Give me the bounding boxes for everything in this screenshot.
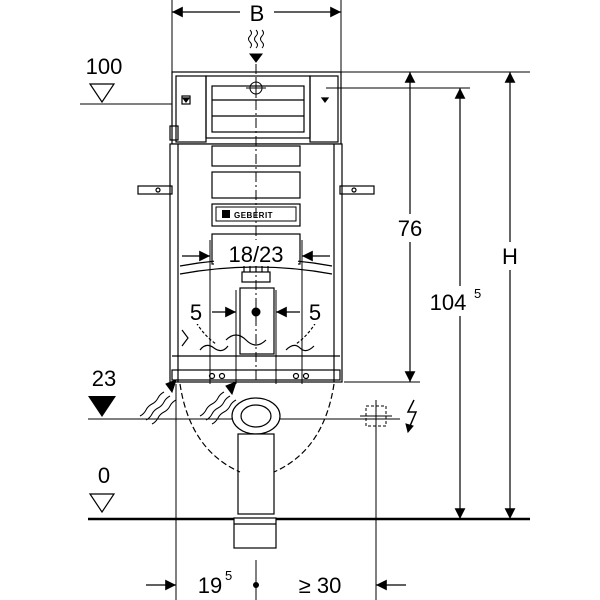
label-h: H	[502, 244, 518, 269]
dimension-5-right: 5	[275, 290, 327, 384]
label-19: 19	[198, 573, 222, 598]
dimension-b: B	[171, 0, 342, 80]
water-supply-icon-right	[199, 381, 237, 425]
label-104-sup: 5	[474, 286, 481, 301]
label-104: 104	[430, 290, 467, 315]
label-76: 76	[398, 216, 422, 241]
label-level-0: 0	[98, 463, 110, 488]
electrical-socket-icon	[360, 399, 418, 600]
center-axis	[246, 64, 266, 380]
label-ge-30: ≥ 30	[299, 573, 342, 598]
waste-bend	[175, 383, 335, 600]
label-19-sup: 5	[225, 568, 232, 583]
label-level-100: 100	[86, 54, 123, 79]
dimension-extension-lines	[326, 71, 530, 383]
flush-air-icon	[248, 29, 264, 63]
dimension-76: 76	[392, 72, 428, 382]
dimension-104-5: 104 5	[430, 88, 488, 519]
label-5-left: 5	[190, 300, 202, 325]
dimension-h: H	[496, 72, 524, 519]
level-100-marker: 100	[80, 54, 172, 105]
label-18-23: 18/23	[228, 242, 283, 267]
dimension-ge-30: ≥ 30	[299, 573, 406, 598]
level-0-marker: 0	[88, 463, 530, 521]
label-b: B	[250, 1, 265, 26]
water-supply-icon-left	[139, 379, 177, 425]
brand-logo-text: GEBERIT	[234, 211, 273, 220]
label-level-23: 23	[92, 366, 116, 391]
dimension-5-left: 5	[184, 290, 237, 384]
label-5-right: 5	[309, 300, 321, 325]
dimension-19-5: 19 5	[146, 560, 259, 600]
dimension-18-23: 18/23	[182, 240, 330, 384]
